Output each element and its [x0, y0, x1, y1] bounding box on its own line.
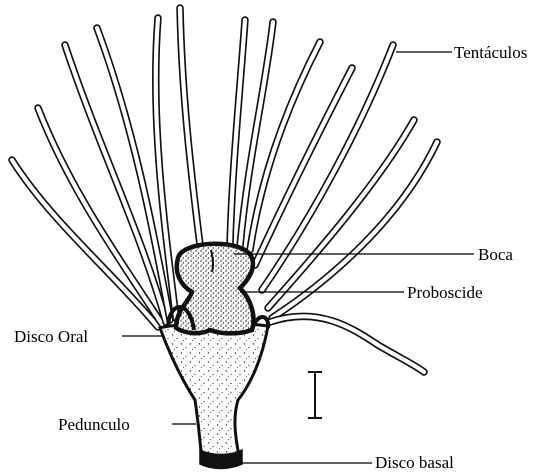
- label-oral-disc: Disco Oral: [14, 327, 88, 346]
- scale-bar: [308, 372, 322, 418]
- body-column: [160, 324, 268, 462]
- label-mouth: Boca: [478, 245, 513, 264]
- tentacle: [270, 316, 424, 372]
- label-peduncle: Pedunculo: [58, 415, 130, 434]
- tentacle: [262, 45, 393, 290]
- label-basal-disc: Disco basal: [375, 453, 454, 472]
- tentacle: [180, 8, 200, 245]
- label-tentacles: Tentáculos: [454, 43, 527, 62]
- proboscis: [176, 244, 254, 334]
- label-proboscis: Proboscide: [407, 283, 483, 302]
